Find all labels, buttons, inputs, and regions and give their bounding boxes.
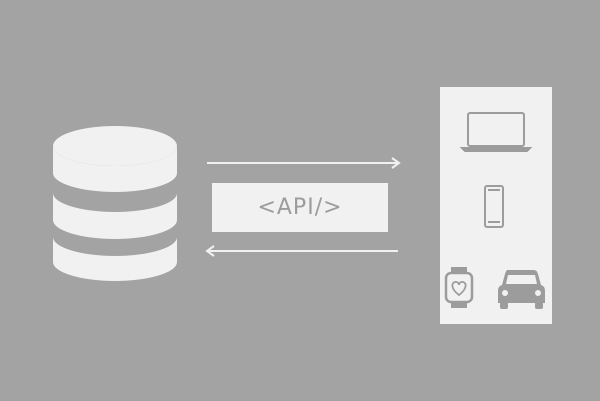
smartphone-icon [484,185,504,228]
laptop-icon [459,112,533,152]
smartwatch-heart-icon [444,267,474,308]
database-icon [53,126,177,281]
api-box [212,183,388,232]
arrow-left-icon [205,245,398,257]
car-icon [498,270,545,309]
arrow-right-icon [207,157,401,169]
